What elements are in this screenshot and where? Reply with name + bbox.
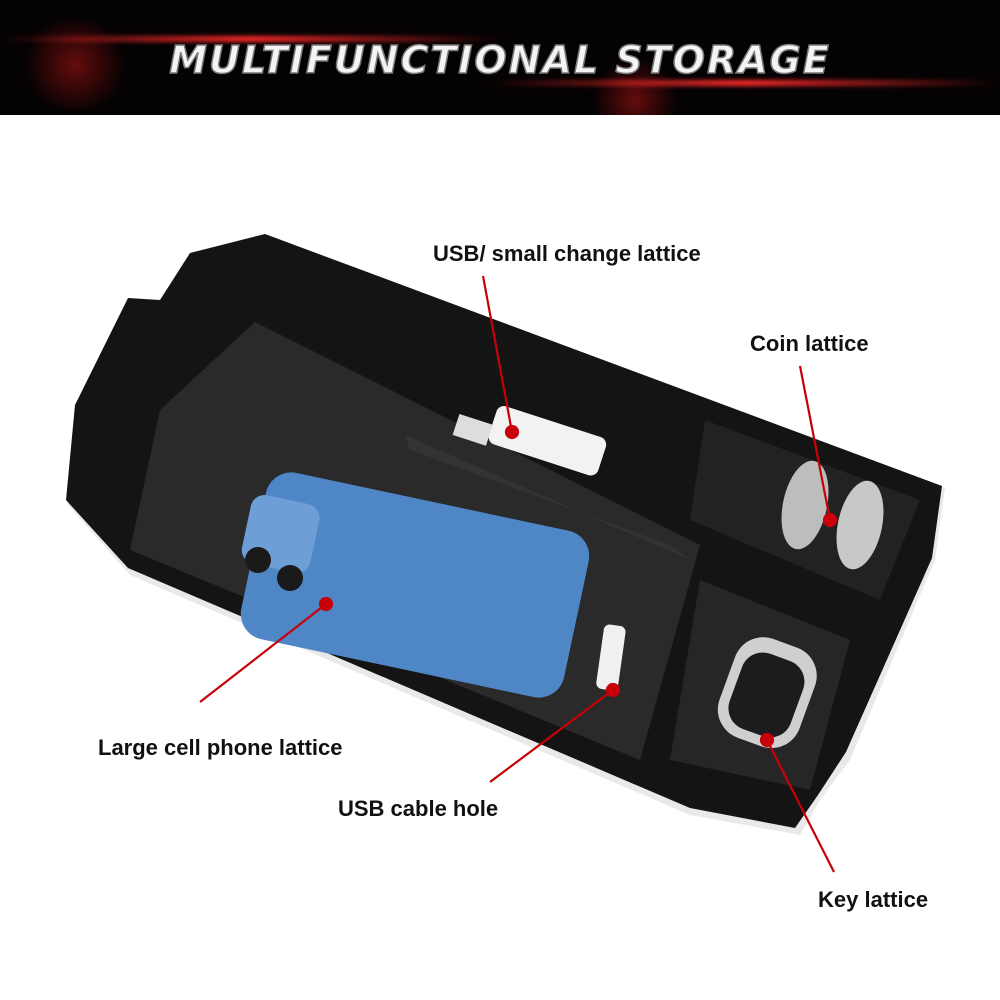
camera-lens bbox=[245, 547, 271, 573]
usb-stick bbox=[488, 406, 607, 476]
smartphone bbox=[240, 472, 590, 698]
callout-dot bbox=[822, 512, 838, 528]
callout-phone-lattice: Large cell phone lattice bbox=[98, 735, 343, 760]
usb-cable-plug bbox=[596, 624, 626, 691]
callout-key-lattice: Key lattice bbox=[818, 887, 929, 912]
callout-dot bbox=[605, 682, 621, 698]
car-key-body bbox=[728, 652, 805, 738]
header-banner: MULTIFUNCTIONAL STORAGE bbox=[0, 0, 1000, 115]
usb-connector bbox=[452, 413, 493, 446]
callout-dot bbox=[318, 596, 334, 612]
callout-usb-small-change: USB/ small change lattice bbox=[433, 241, 701, 266]
callout-usb-cable-hole: USB cable hole bbox=[338, 796, 499, 821]
leader-lines bbox=[199, 275, 838, 873]
coin bbox=[836, 480, 884, 570]
light-streak bbox=[490, 80, 1000, 86]
callout-dot bbox=[504, 424, 520, 440]
callout-coin-lattice: Coin lattice bbox=[750, 331, 869, 356]
banner-title: MULTIFUNCTIONAL STORAGE bbox=[168, 37, 831, 83]
callout-dot bbox=[759, 732, 775, 748]
coin bbox=[781, 460, 829, 550]
camera-lens bbox=[277, 565, 303, 591]
lens-flare bbox=[20, 20, 130, 110]
usb-compartment bbox=[405, 435, 690, 560]
light-streak bbox=[0, 36, 500, 42]
